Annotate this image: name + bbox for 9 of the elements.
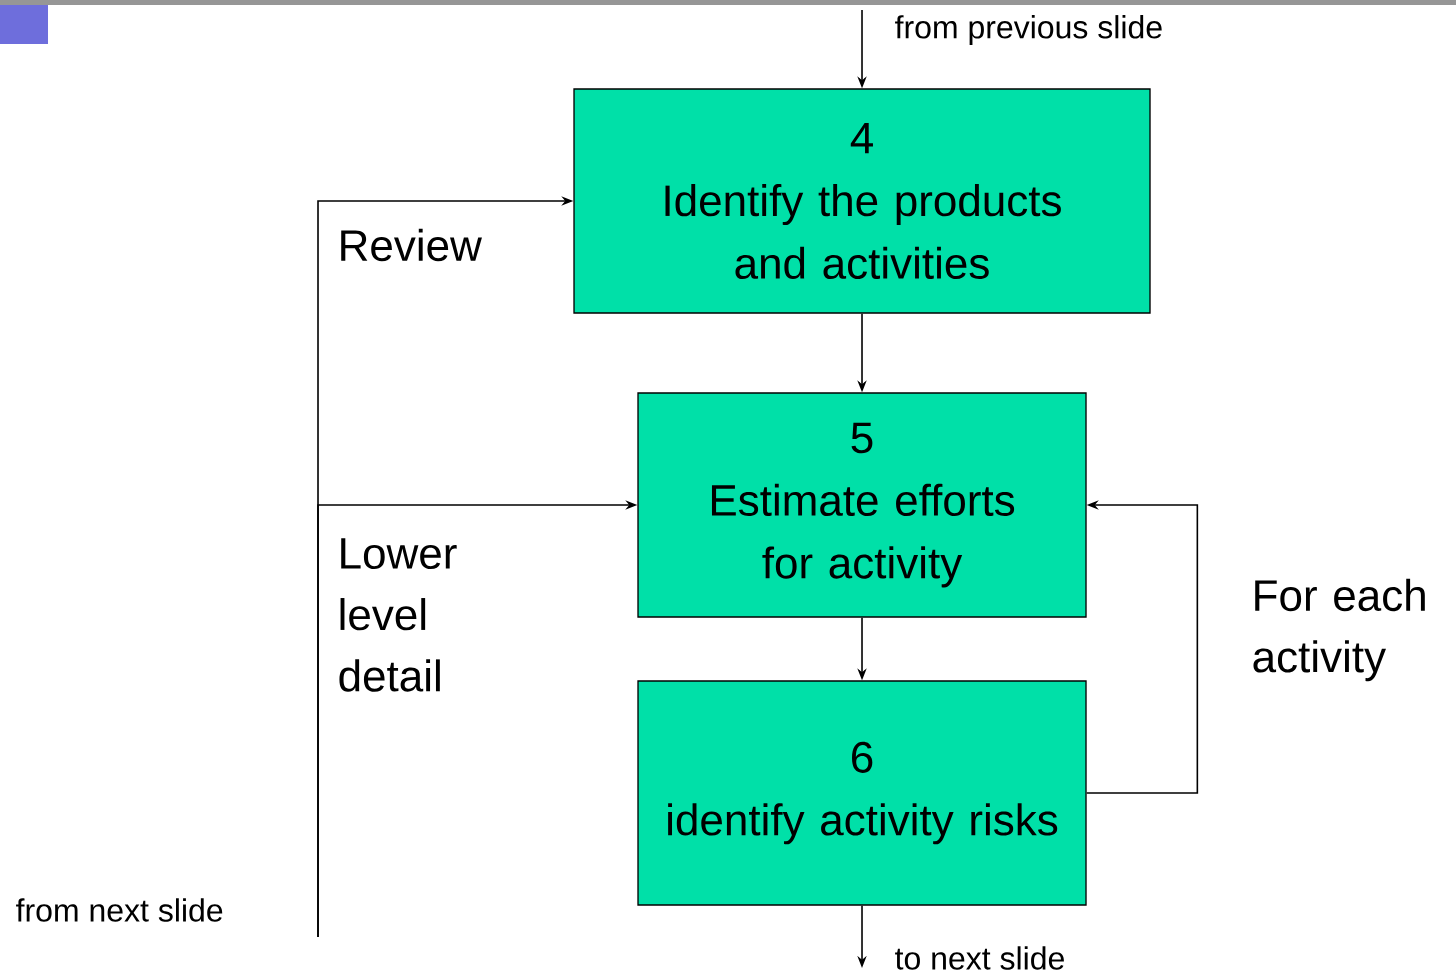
edge-label: For each activity bbox=[1253, 578, 1425, 682]
edge-label: from previous slide bbox=[895, 15, 1162, 45]
edge-label: Lower level detail bbox=[339, 538, 457, 692]
process-box: 5 Estimate efforts for activity bbox=[637, 392, 1087, 618]
note-text: from next slide bbox=[16, 898, 223, 922]
edge-label: Review bbox=[341, 228, 482, 262]
edge-label: to next slide bbox=[895, 946, 1064, 970]
process-box: 6 identify activity risks bbox=[637, 680, 1087, 906]
process-box: 4 Identify the products and activities bbox=[573, 88, 1151, 314]
